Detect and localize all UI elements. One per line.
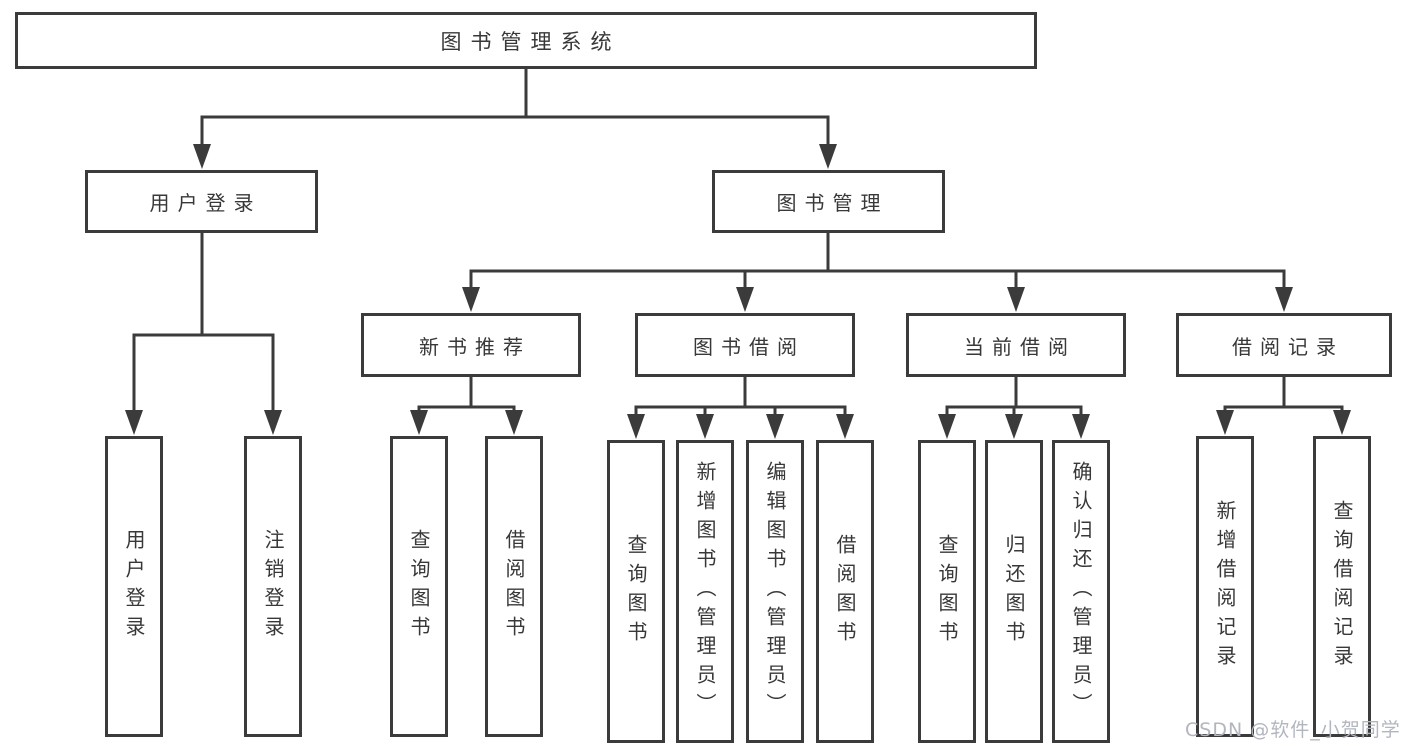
arrowhead: [264, 410, 282, 435]
arrowhead: [627, 414, 645, 439]
arrowhead: [1072, 414, 1090, 439]
arrowhead: [410, 410, 428, 435]
arrowhead: [1007, 287, 1025, 312]
arrowhead: [193, 144, 211, 169]
node-new-book-recommend: 新书推荐: [361, 313, 581, 377]
leaf-br-query-record: 查询借阅记录: [1313, 436, 1371, 737]
leaf-cb-query-books: 查询图书: [918, 440, 976, 743]
connector-user-login: [132, 233, 275, 414]
watermark: CSDN @软件_小贺同学: [1185, 719, 1401, 741]
connector-new-book: [417, 377, 516, 413]
leaf-nb-query-books: 查询图书: [390, 436, 448, 737]
node-book-borrow: 图书借阅: [635, 313, 855, 377]
node-user-login: 用户登录: [85, 170, 318, 233]
arrowhead: [819, 144, 837, 169]
arrowhead: [462, 287, 480, 312]
arrowhead: [1005, 414, 1023, 439]
arrowhead: [125, 410, 143, 435]
leaf-bb-query-books: 查询图书: [607, 440, 665, 743]
leaf-logout: 注销登录: [244, 436, 302, 737]
leaf-cb-confirm-return-admin: 确认归还（管理员）: [1052, 440, 1110, 743]
connector-root: [200, 69, 830, 148]
leaf-nb-borrow-books: 借阅图书: [485, 436, 543, 737]
leaf-user-login: 用户登录: [105, 436, 163, 737]
node-book-management: 图书管理: [712, 170, 945, 233]
arrowhead: [1275, 287, 1293, 312]
arrowhead: [736, 287, 754, 312]
arrowhead: [1216, 410, 1234, 435]
node-system-root: 图书管理系统: [15, 12, 1037, 69]
leaf-cb-return-books: 归还图书: [985, 440, 1043, 743]
connector-current-borrow: [945, 377, 1083, 415]
arrowhead: [836, 414, 854, 439]
arrowhead: [1333, 410, 1351, 435]
leaf-bb-add-books-admin: 新增图书（管理员）: [676, 440, 734, 743]
connector-book-borrow: [634, 377, 847, 415]
node-borrow-records: 借阅记录: [1176, 313, 1392, 377]
leaf-bb-borrow-books: 借阅图书: [816, 440, 874, 743]
node-current-borrow: 当前借阅: [906, 313, 1126, 377]
arrowhead: [505, 410, 523, 435]
leaf-br-add-record: 新增借阅记录: [1196, 436, 1254, 737]
arrowhead: [766, 414, 784, 439]
leaf-bb-edit-books-admin: 编辑图书（管理员）: [746, 440, 804, 743]
arrowhead: [696, 414, 714, 439]
arrowhead: [938, 414, 956, 439]
connector-book-management: [469, 232, 1286, 289]
connector-borrow-records: [1223, 377, 1344, 412]
